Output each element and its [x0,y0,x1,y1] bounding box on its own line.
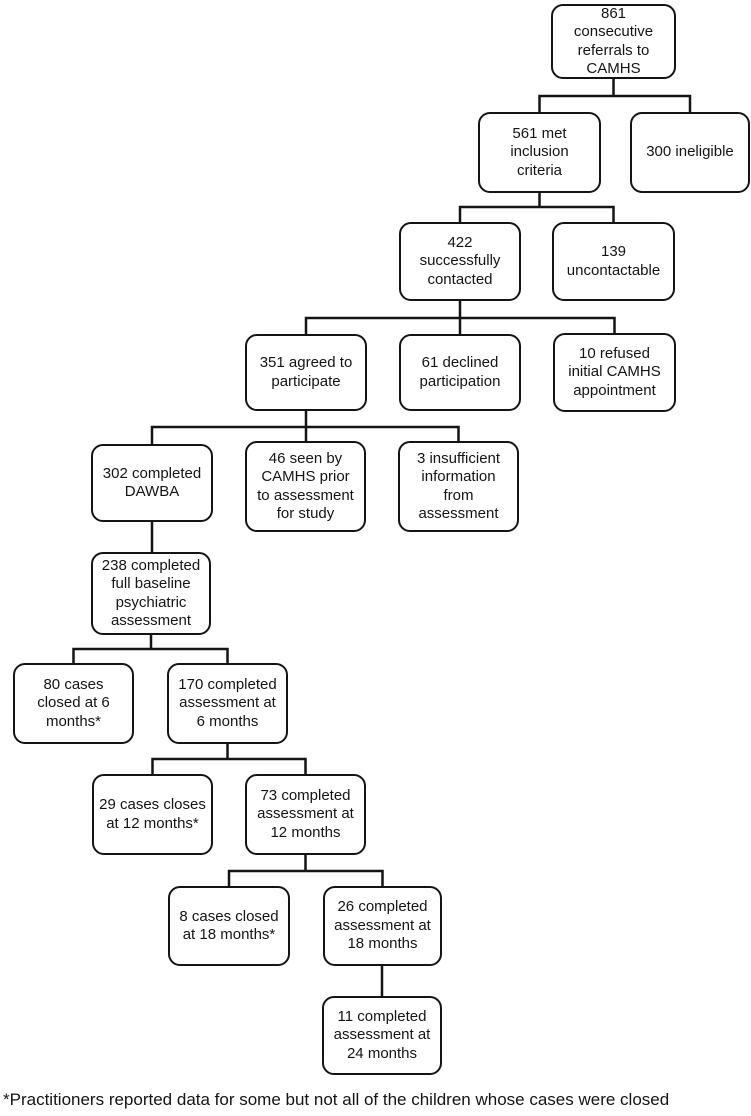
node-238-completed-baseline-assessment: 238 completed full baseline psychiatric … [91,552,211,635]
node-26-completed-18-months: 26 completed assessment at 18 months [323,886,442,966]
node-351-agreed-to-participate: 351 agreed to participate [245,334,367,411]
node-8-cases-closed-18-months: 8 cases closed at 18 months* [168,886,290,966]
node-46-seen-by-camhs-prior: 46 seen by CAMHS prior to assessment for… [245,441,366,532]
footnote: *Practitioners reported data for some bu… [3,1090,670,1109]
connector-170-children [151,744,307,774]
connector-73-children [227,855,384,886]
connector-238-children [72,635,229,663]
node-29-cases-closed-12-months: 29 cases closes at 12 months* [92,774,213,855]
node-11-completed-24-months: 11 completed assessment at 24 months [322,996,442,1075]
node-302-completed-dawba: 302 completed DAWBA [91,444,213,522]
node-10-refused-initial-appointment: 10 refused initial CAMHS appointment [553,333,676,412]
node-61-declined-participation: 61 declined participation [399,334,521,411]
node-861-consecutive-referrals: 861 consecutive referrals to CAMHS [551,4,676,79]
node-3-insufficient-information: 3 insufficient information from assessme… [398,441,519,532]
node-561-met-inclusion-criteria: 561 met inclusion criteria [478,112,601,193]
node-170-completed-6-months: 170 completed assessment at 6 months [167,663,288,744]
connector-351-children [150,411,460,444]
node-139-uncontactable: 139 uncontactable [552,222,675,301]
node-73-completed-12-months: 73 completed assessment at 12 months [245,774,366,855]
node-80-cases-closed-6-months: 80 cases closed at 6 months* [13,663,134,744]
node-300-ineligible: 300 ineligible [630,112,750,193]
node-422-successfully-contacted: 422 successfully contacted [399,222,521,301]
connector-861-children [538,79,692,112]
connector-561-children [458,193,615,222]
connector-422-children [304,301,616,334]
